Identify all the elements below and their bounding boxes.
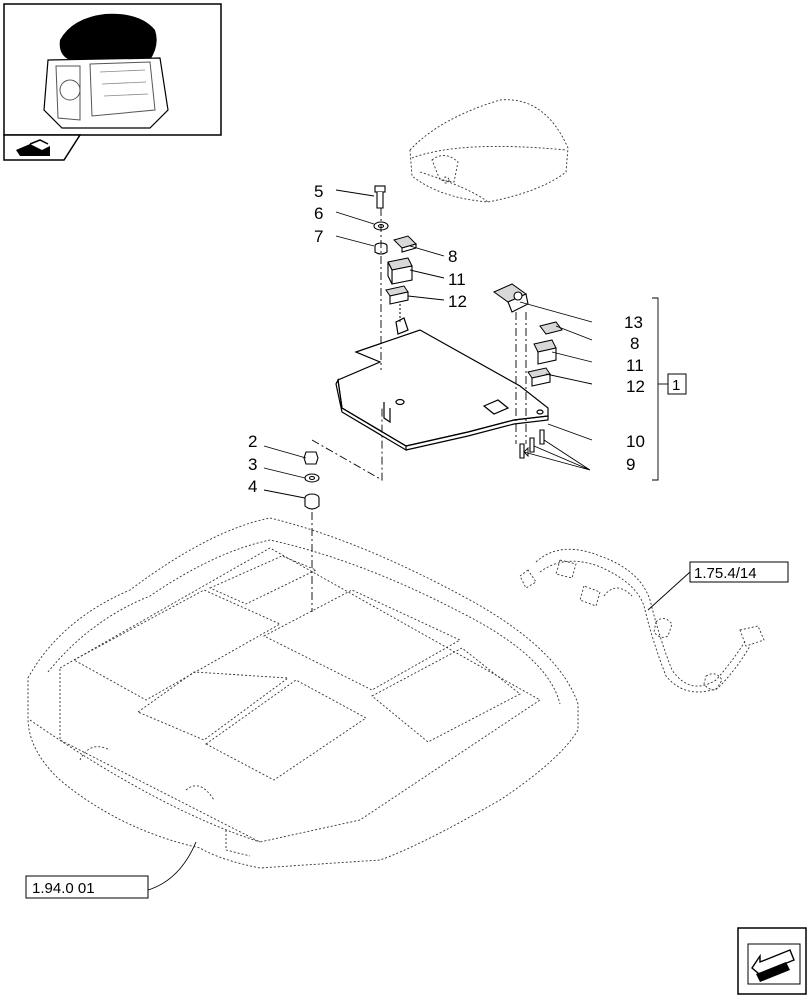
connector-11-right[interactable] [533,339,557,365]
callout-5: 5 [314,182,323,201]
callout-13: 13 [624,313,643,332]
callout-9: 9 [626,455,635,474]
tractor-cab-icon [43,13,169,129]
wiring-harness-outline [519,548,765,693]
mounting-plate-10[interactable] [335,317,549,452]
roof-reference-label: 1.94.0 01 [32,880,95,897]
harness-reference-box[interactable]: 1.75.4/14 [689,561,789,583]
callout-6: 6 [314,204,323,223]
roof-module-outline [409,99,569,203]
screws-9[interactable] [519,429,545,459]
callout-8-left: 8 [448,247,457,266]
previous-page-icon[interactable] [737,927,807,995]
callout-7: 7 [314,227,323,246]
lamp-holder-13[interactable] [492,283,529,313]
roof-liner-outline [27,517,579,869]
callout-10: 10 [626,432,645,451]
callout-3: 3 [248,455,257,474]
bracket-12-right[interactable] [527,367,551,387]
grommet-4[interactable] [304,493,320,510]
connector-cap-8-left[interactable] [393,235,417,253]
next-page-icon[interactable] [3,134,82,161]
washer-3[interactable] [304,473,320,483]
callout-2: 2 [248,432,257,451]
kit-reference-box[interactable]: 1 [667,373,687,395]
callout-11-left: 11 [448,270,466,289]
roof-reference-box[interactable]: 1.94.0 01 [25,875,149,899]
harness-reference-label: 1.75.4/14 [694,565,757,582]
nut-2[interactable] [303,451,319,465]
callout-12-right: 12 [626,377,645,396]
screw-5[interactable] [374,185,386,209]
connector-cap-8-right[interactable] [539,321,563,335]
callout-8-right: 8 [630,334,639,353]
bracket-12-left[interactable] [385,285,409,305]
callout-4: 4 [248,477,257,496]
connector-11-left[interactable] [387,257,413,285]
callout-12-left: 12 [448,292,467,311]
kit-reference-label: 1 [672,377,680,394]
tractor-cab-thumbnail[interactable] [3,3,222,136]
callout-11-right: 11 [626,356,644,375]
